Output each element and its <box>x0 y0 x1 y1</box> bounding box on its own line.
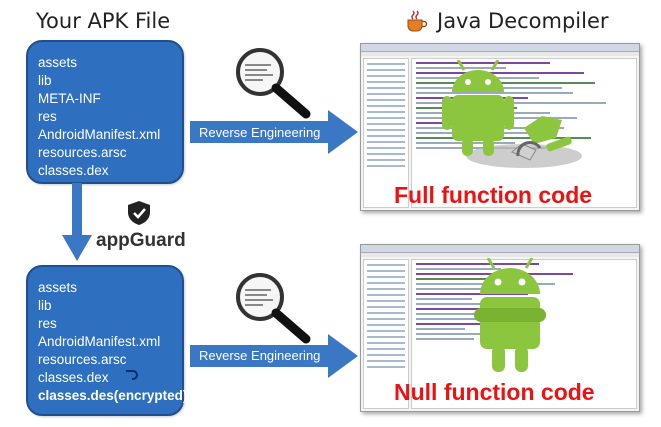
android-robot-icon <box>470 257 550 376</box>
file-item: assets <box>38 280 78 295</box>
encrypt-link-icon <box>126 370 138 380</box>
down-arrow <box>62 183 92 261</box>
file-item: classes.dex <box>38 163 109 178</box>
file-item: res <box>38 109 57 124</box>
appguard-label: appGuard <box>96 230 186 251</box>
code-pane <box>411 58 637 208</box>
reverse-engineering-arrow-bottom <box>190 334 358 378</box>
file-item: AndroidManifest.xml <box>38 334 161 349</box>
shield-logo-icon <box>126 200 152 226</box>
reverse-engineering-arrow-top <box>190 110 358 154</box>
file-item: res <box>38 316 57 331</box>
file-item: META-INF <box>38 91 101 106</box>
magnifier-icon <box>228 267 318 347</box>
file-item: resources.arsc <box>38 352 127 367</box>
magnifier-icon <box>228 42 318 122</box>
reverse-engineering-label-top: Reverse Engineering <box>199 125 321 140</box>
coffee-cup-icon <box>404 9 428 33</box>
protected-apk-box: assets lib res AndroidManifest.xml resou… <box>26 265 187 416</box>
full-function-code-label: Full function code <box>394 182 593 208</box>
protected-file-list: assets lib res AndroidManifest.xml resou… <box>38 279 187 405</box>
apk-file-title: Your APK File <box>36 9 171 33</box>
null-function-code-label: Null function code <box>394 379 595 405</box>
window-menubar <box>361 253 639 257</box>
broken-android-icon <box>442 59 582 180</box>
file-item: assets <box>38 55 78 70</box>
apk-file-box: assets lib META-INF res AndroidManifest.… <box>26 40 184 184</box>
java-decompiler-title: Java Decompiler <box>437 9 609 33</box>
file-item: AndroidManifest.xml <box>38 127 161 142</box>
file-item: lib <box>38 73 52 88</box>
file-item: resources.arsc <box>38 145 127 160</box>
apk-file-list: assets lib META-INF res AndroidManifest.… <box>38 54 160 180</box>
file-item: classes.dex <box>38 370 109 385</box>
file-tree-pane <box>363 259 409 409</box>
file-tree-pane <box>363 58 409 208</box>
window-titlebar <box>361 44 639 52</box>
window-titlebar <box>361 245 639 253</box>
file-item: lib <box>38 298 52 313</box>
encrypted-file-item: classes.des(encrypted) <box>38 388 188 403</box>
window-menubar <box>361 52 639 56</box>
reverse-engineering-label-bottom: Reverse Engineering <box>199 348 321 363</box>
